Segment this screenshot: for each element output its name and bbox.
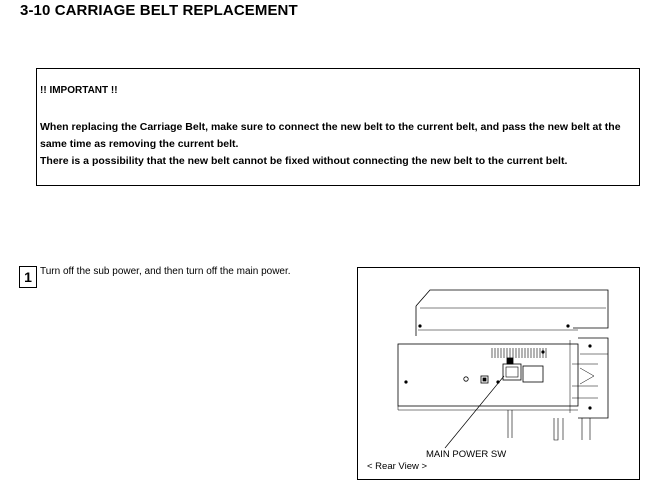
step-number: 1 [19,266,37,288]
important-paragraph-2: There is a possibility that the new belt… [40,155,568,167]
important-heading: !! IMPORTANT !! [40,85,118,96]
step-instruction: Turn off the sub power, and then turn of… [40,266,291,277]
section-title: 3-10 CARRIAGE BELT REPLACEMENT [20,2,298,19]
important-notice-box: !! IMPORTANT !! When replacing the Carri… [36,68,640,186]
printer-rear-illustration [397,289,609,449]
important-body: When replacing the Carriage Belt, make s… [40,119,636,170]
rear-view-caption: < Rear View > [367,461,428,472]
rear-view-figure: MAIN POWER SW < Rear View > [357,267,640,480]
important-paragraph-1: When replacing the Carriage Belt, make s… [40,121,621,150]
main-power-switch-callout: MAIN POWER SW [426,449,507,460]
